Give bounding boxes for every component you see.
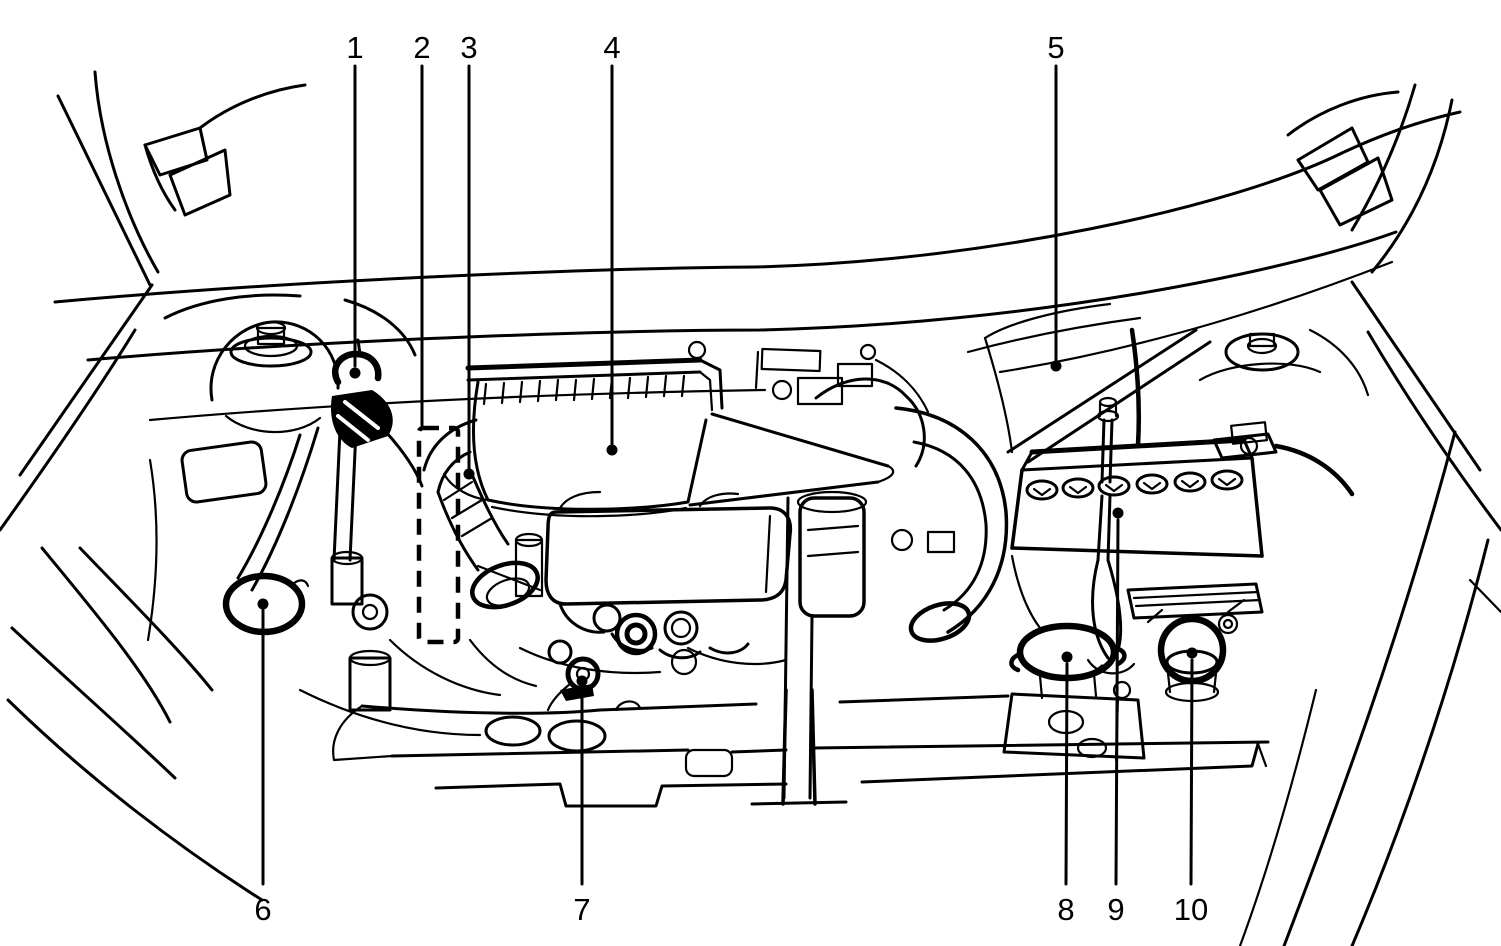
battery: [1010, 396, 1355, 762]
callout-3-dot: [463, 468, 475, 480]
callout-9-dot: [1112, 507, 1124, 519]
ac-pipes-left: [236, 426, 392, 712]
battery-hold-down: [1086, 396, 1136, 762]
engine-cover: [514, 490, 793, 676]
callout-label-1: 1: [346, 30, 363, 65]
callout-label-4: 4: [603, 30, 620, 65]
callout-10-dot: [1186, 647, 1198, 659]
callout-label-9: 9: [1107, 892, 1124, 927]
fender-right-lines: [1238, 430, 1501, 946]
callout-5-dot: [1050, 360, 1062, 372]
callout-4-dot: [606, 444, 618, 456]
windshield-cowl: [53, 110, 1462, 422]
callout-label-10: 10: [1174, 892, 1208, 927]
firewall-panel: [966, 302, 1212, 464]
fender-left-lines: [6, 458, 264, 902]
callout-label-6: 6: [254, 892, 271, 927]
callout-8-dot: [1061, 651, 1073, 663]
wiper-pivot-left: [143, 83, 307, 217]
callout-7-dot: [576, 675, 588, 687]
callout-1-dot: [349, 367, 361, 379]
wiper-pivot-right: [1286, 90, 1400, 227]
air-intake-duct: [422, 418, 542, 610]
purge-valve: [330, 338, 424, 488]
a-pillar-left: [0, 70, 160, 532]
winged-cap: [1002, 622, 1146, 760]
strut-tower-right: [1198, 328, 1370, 397]
battery-tray: [1010, 554, 1264, 635]
callout-label-2: 2: [413, 30, 430, 65]
lower-engine-lines: [298, 638, 788, 737]
a-pillar-right: [1350, 83, 1501, 532]
radiator-support: [332, 688, 1270, 808]
callout-10-leader: [1189, 658, 1194, 886]
callout-leaders: [257, 64, 1198, 886]
air-cleaner-housing: [442, 340, 895, 518]
callout-9-leader: [1114, 518, 1120, 886]
intake-hoses: [782, 377, 1009, 800]
positive-terminal: [1212, 421, 1355, 497]
callout-label-3: 3: [460, 30, 477, 65]
hidden-component-dashed-outline: [416, 425, 461, 645]
callout-label-8: 8: [1057, 892, 1074, 927]
callout-labels: 1 2 3 4 5 6 7 8 9 10: [254, 30, 1208, 927]
callout-label-7: 7: [573, 892, 590, 927]
callout-8-leader: [1064, 662, 1069, 886]
battery-cell-caps: [1025, 469, 1244, 501]
callout-label-5: 5: [1047, 30, 1064, 65]
cowl-fittings: [754, 343, 930, 414]
callout-6-dot: [257, 598, 269, 610]
